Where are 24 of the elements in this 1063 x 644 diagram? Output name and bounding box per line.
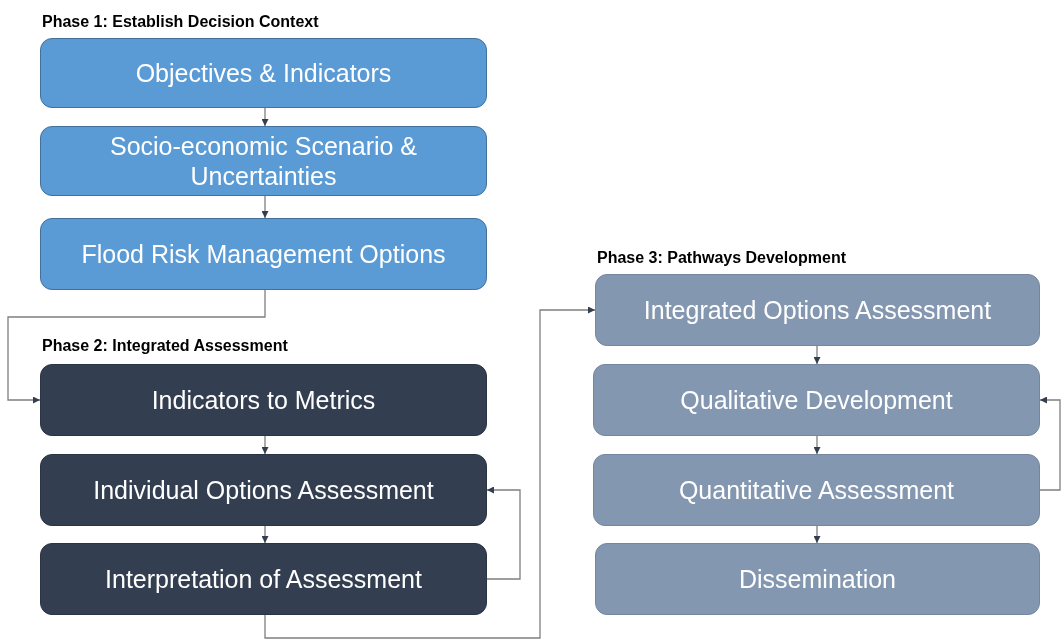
phase-heading: Phase 1: Establish Decision Context: [42, 12, 319, 32]
process-box: Qualitative Development: [593, 364, 1040, 436]
arrow: [813, 345, 821, 365]
phase-heading: Phase 2: Integrated Assessment: [42, 336, 288, 356]
arrow: [813, 525, 821, 544]
arrow: [486, 486, 521, 580]
arrow: [261, 525, 269, 544]
arrow: [7, 289, 266, 404]
arrow: [261, 195, 269, 219]
process-box: Integrated Options Assessment: [595, 274, 1040, 346]
arrow: [1039, 396, 1061, 491]
process-box: Objectives & Indicators: [40, 38, 487, 108]
arrow: [261, 435, 269, 455]
phase-heading: Phase 3: Pathways Development: [597, 248, 846, 268]
process-box: Flood Risk Management Options: [40, 218, 487, 290]
process-box: Dissemination: [595, 543, 1040, 615]
process-box: Socio-economic Scenario & Uncertainties: [40, 126, 487, 196]
process-box: Indicators to Metrics: [40, 364, 487, 436]
arrow: [261, 107, 269, 127]
process-box: Individual Options Assessment: [40, 454, 487, 526]
process-box: Quantitative Assessment: [593, 454, 1040, 526]
arrow: [264, 306, 596, 639]
process-box: Interpretation of Assessment: [40, 543, 487, 615]
arrow: [813, 435, 821, 455]
